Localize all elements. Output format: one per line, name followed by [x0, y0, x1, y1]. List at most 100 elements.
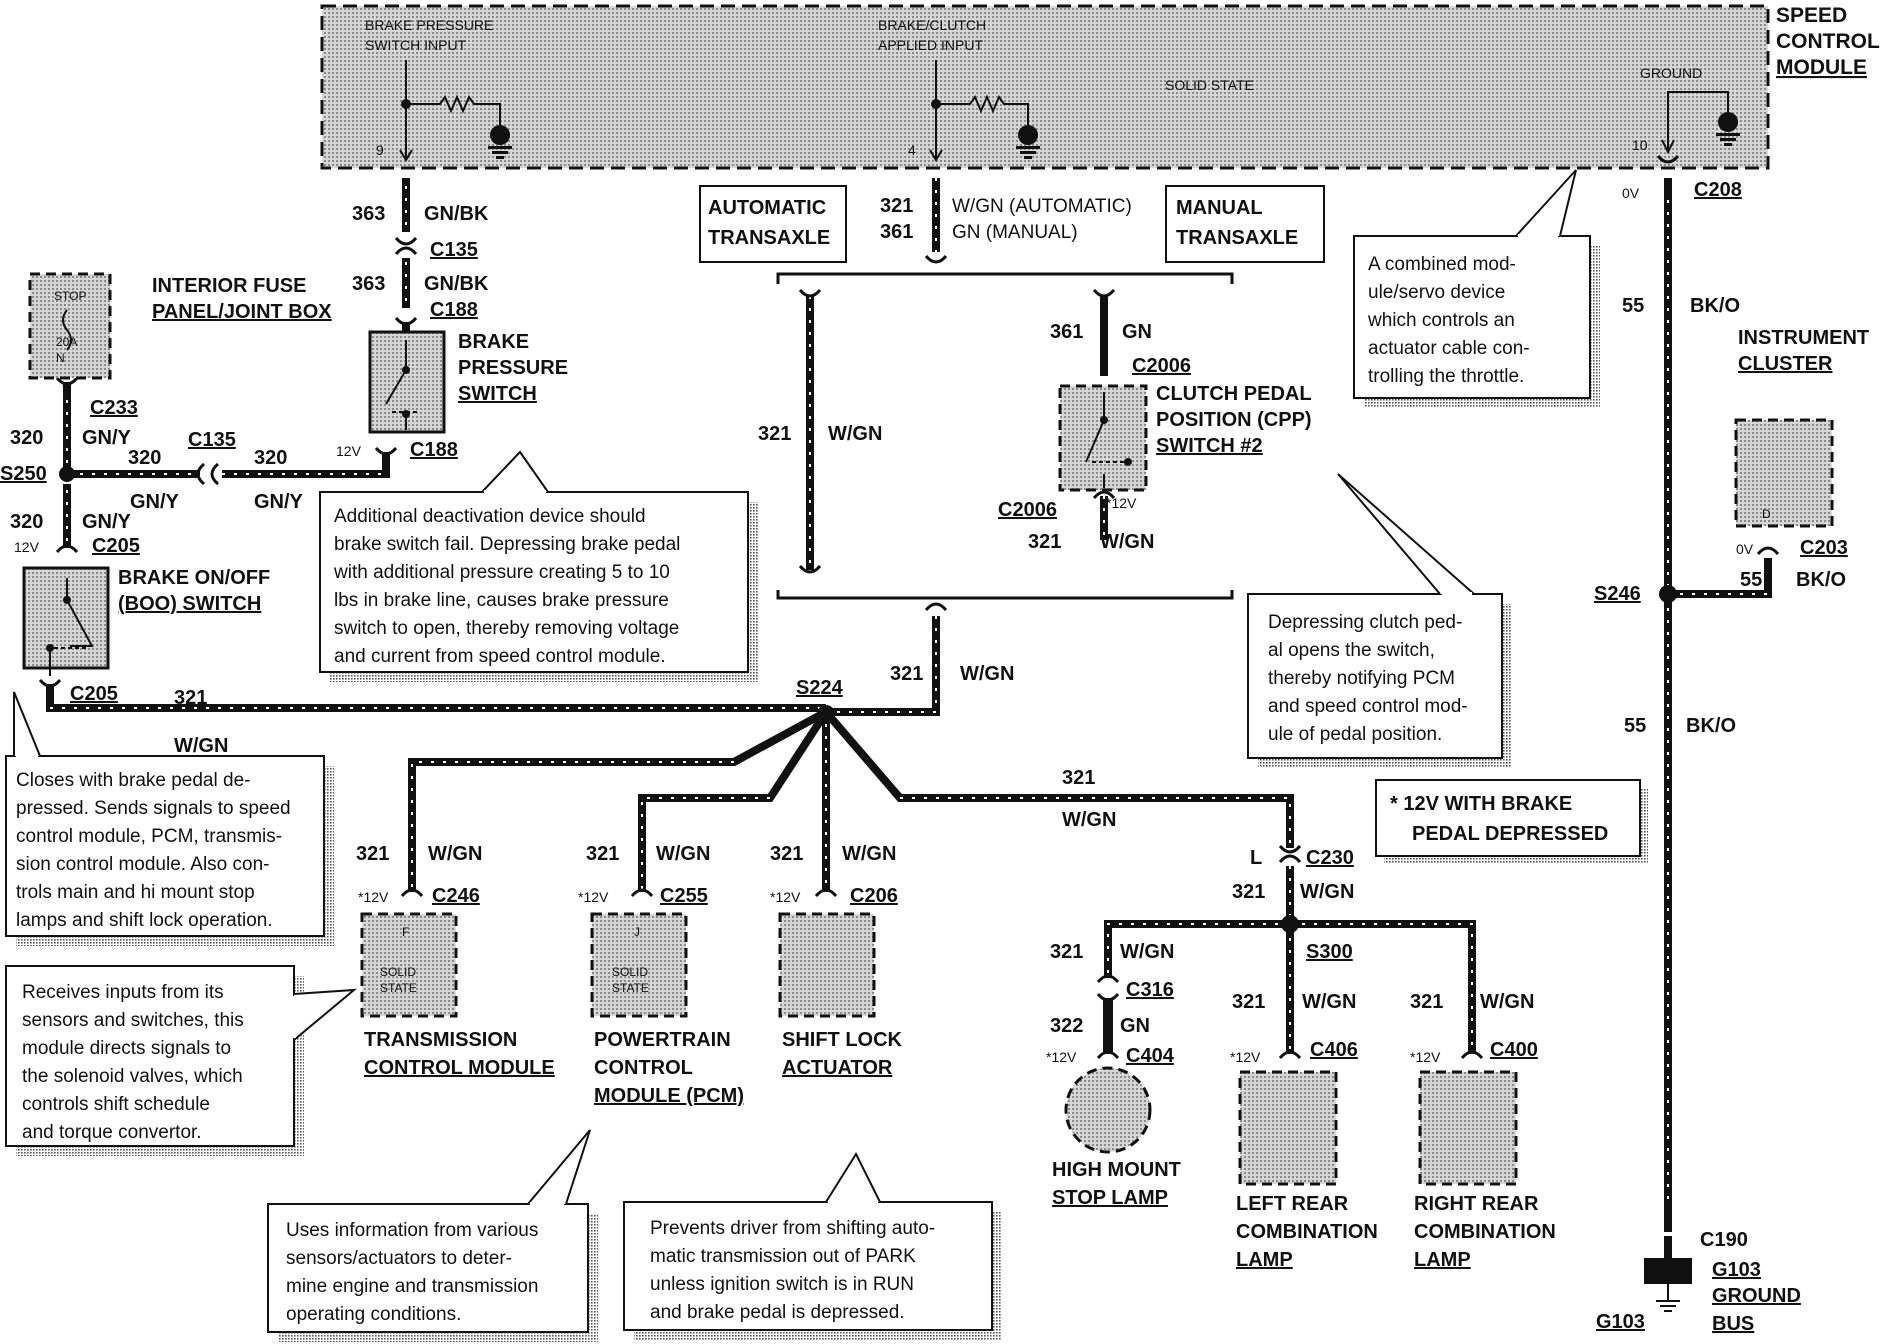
- svg-text:55: 55: [1624, 715, 1646, 737]
- svg-text:operating conditions.: operating conditions.: [286, 1304, 461, 1325]
- splice-s246: [1659, 585, 1677, 603]
- svg-text:sensors and switches, this: sensors and switches, this: [22, 1010, 244, 1031]
- svg-text:321: 321: [1050, 941, 1083, 963]
- svg-text:BK/O: BK/O: [1686, 715, 1736, 737]
- svg-text:and brake pedal is depressed.: and brake pedal is depressed.: [650, 1302, 905, 1323]
- svg-text:12V: 12V: [14, 539, 40, 555]
- manual-transaxle-box: MANUAL TRANSAXLE: [1165, 185, 1325, 263]
- svg-text:363: 363: [352, 203, 385, 225]
- svg-text:C400: C400: [1490, 1039, 1538, 1061]
- svg-text:C2006: C2006: [998, 499, 1057, 521]
- high-mount-label: HIGH MOUNT: [1052, 1159, 1181, 1181]
- svg-text:C135: C135: [188, 429, 236, 451]
- svg-text:TRANSAXLE: TRANSAXLE: [708, 227, 830, 249]
- svg-text:C188: C188: [410, 439, 458, 461]
- svg-text:G103: G103: [1712, 1259, 1761, 1281]
- svg-text:C208: C208: [1694, 179, 1742, 201]
- brake-clutch-input-label: BRAKE/CLUTCH: [878, 17, 986, 33]
- svg-text:S246: S246: [1594, 583, 1641, 605]
- svg-text:SOLID: SOLID: [380, 965, 416, 979]
- svg-text:D: D: [1762, 507, 1771, 521]
- svg-text:W/GN: W/GN: [842, 843, 896, 865]
- svg-text:20A: 20A: [56, 335, 77, 349]
- svg-text:A combined mod-: A combined mod-: [1368, 254, 1516, 275]
- svg-text:363: 363: [352, 273, 385, 295]
- svg-text:lbs in brake line, causes brak: lbs in brake line, causes brake pressure: [334, 590, 669, 611]
- svg-text:BK/O: BK/O: [1690, 295, 1740, 317]
- svg-text:W/GN: W/GN: [1062, 809, 1116, 831]
- svg-text:4: 4: [908, 142, 916, 158]
- svg-text:10: 10: [1632, 137, 1648, 153]
- automatic-transaxle-box: AUTOMATIC TRANSAXLE: [699, 185, 847, 263]
- svg-text:321: 321: [1028, 531, 1061, 553]
- svg-text:F: F: [402, 925, 409, 939]
- svg-text:ule/servo device: ule/servo device: [1368, 282, 1505, 303]
- svg-text:Prevents driver from shifting: Prevents driver from shifting auto-: [650, 1218, 935, 1239]
- svg-text:MANUAL: MANUAL: [1176, 197, 1263, 219]
- svg-text:GN/BK: GN/BK: [424, 203, 489, 225]
- svg-text:*12V: *12V: [578, 889, 609, 905]
- note-deactivation: Additional deactivation device should br…: [319, 450, 758, 682]
- svg-text:321: 321: [1232, 991, 1265, 1013]
- connector-marks: [38, 154, 1780, 1060]
- svg-text:BK/O: BK/O: [1796, 569, 1846, 591]
- svg-text:322: 322: [1050, 1015, 1083, 1037]
- svg-text:*12V: *12V: [1106, 495, 1137, 511]
- ground-label: GROUND: [1640, 65, 1702, 81]
- svg-text:Additional deactivation device: Additional deactivation device should: [334, 506, 646, 527]
- svg-text:the solenoid valves, which: the solenoid valves, which: [22, 1066, 243, 1087]
- svg-text:SWITCH #2: SWITCH #2: [1156, 435, 1263, 457]
- svg-text:55: 55: [1622, 295, 1644, 317]
- svg-text:PRESSURE: PRESSURE: [458, 357, 568, 379]
- svg-text:LAMP: LAMP: [1236, 1249, 1293, 1271]
- svg-text:W/GN: W/GN: [1100, 531, 1154, 553]
- splice-s250: [59, 466, 75, 482]
- note-shift-lock: Prevents driver from shifting auto- mati…: [623, 1151, 1002, 1340]
- svg-text:321: 321: [880, 195, 913, 217]
- svg-text:55: 55: [1740, 569, 1762, 591]
- svg-text:*12V: *12V: [1046, 1049, 1077, 1065]
- svg-text:Receives inputs from its: Receives inputs from its: [22, 982, 224, 1003]
- svg-text:control module, PCM, transmis-: control module, PCM, transmis-: [16, 826, 282, 847]
- svg-text:W/GN: W/GN: [828, 423, 882, 445]
- svg-text:BUS: BUS: [1712, 1313, 1754, 1335]
- svg-text:* 12V WITH BRAKE: * 12V WITH BRAKE: [1390, 793, 1572, 815]
- svg-text:W/GN: W/GN: [1120, 941, 1174, 963]
- svg-text:STOP LAMP: STOP LAMP: [1052, 1187, 1168, 1209]
- svg-text:COMBINATION: COMBINATION: [1414, 1221, 1556, 1243]
- svg-text:C203: C203: [1800, 537, 1848, 559]
- svg-text:sion control module. Also con-: sion control module. Also con-: [16, 854, 269, 875]
- svg-text:thereby notifying PCM: thereby notifying PCM: [1268, 668, 1455, 689]
- svg-text:0V: 0V: [1736, 541, 1754, 557]
- splice-s224: [817, 705, 835, 723]
- svg-text:STATE: STATE: [380, 981, 417, 995]
- svg-text:GN/BK: GN/BK: [424, 273, 489, 295]
- svg-text:C406: C406: [1310, 1039, 1358, 1061]
- brake-pressure-switch: BRAKE PRESSURE SWITCH: [368, 330, 568, 434]
- boo-switch-label: BRAKE ON/OFF: [118, 567, 270, 589]
- svg-text:and torque convertor.: and torque convertor.: [22, 1122, 202, 1143]
- right-rear-label: RIGHT REAR: [1414, 1193, 1539, 1215]
- note-servo: A combined mod- ule/servo device which c…: [1353, 169, 1600, 408]
- svg-text:Closes with brake pedal de-: Closes with brake pedal de-: [16, 770, 250, 791]
- wire-labels: 363 GN/BK C135 363 GN/BK C188 321 W/GN (…: [0, 179, 1848, 1067]
- svg-text:C255: C255: [660, 885, 708, 907]
- svg-text:321: 321: [770, 843, 803, 865]
- svg-text:MODULE: MODULE: [1776, 56, 1867, 79]
- svg-text:321: 321: [356, 843, 389, 865]
- interior-fuse-label: INTERIOR FUSE: [152, 275, 306, 297]
- svg-text:CONTROL MODULE: CONTROL MODULE: [364, 1057, 555, 1079]
- svg-text:trolling the throttle.: trolling the throttle.: [1368, 366, 1524, 387]
- svg-text:C205: C205: [92, 535, 140, 557]
- svg-text:9: 9: [376, 142, 384, 158]
- svg-text:mine engine and transmission: mine engine and transmission: [286, 1276, 538, 1297]
- instrument-cluster-label: INSTRUMENT: [1738, 327, 1869, 349]
- right-rear-combination-lamp: RIGHT REAR COMBINATION LAMP: [1414, 1070, 1556, 1271]
- svg-text:GN: GN: [1120, 1015, 1150, 1037]
- svg-text:0V: 0V: [1622, 185, 1640, 201]
- note-boo: Closes with brake pedal de- pressed. Sen…: [5, 691, 334, 946]
- svg-text:G103: G103: [1596, 1311, 1645, 1333]
- svg-text:GN (MANUAL): GN (MANUAL): [952, 222, 1078, 243]
- shift-lock-label: SHIFT LOCK: [782, 1029, 903, 1051]
- svg-text:TRANSAXLE: TRANSAXLE: [1176, 227, 1298, 249]
